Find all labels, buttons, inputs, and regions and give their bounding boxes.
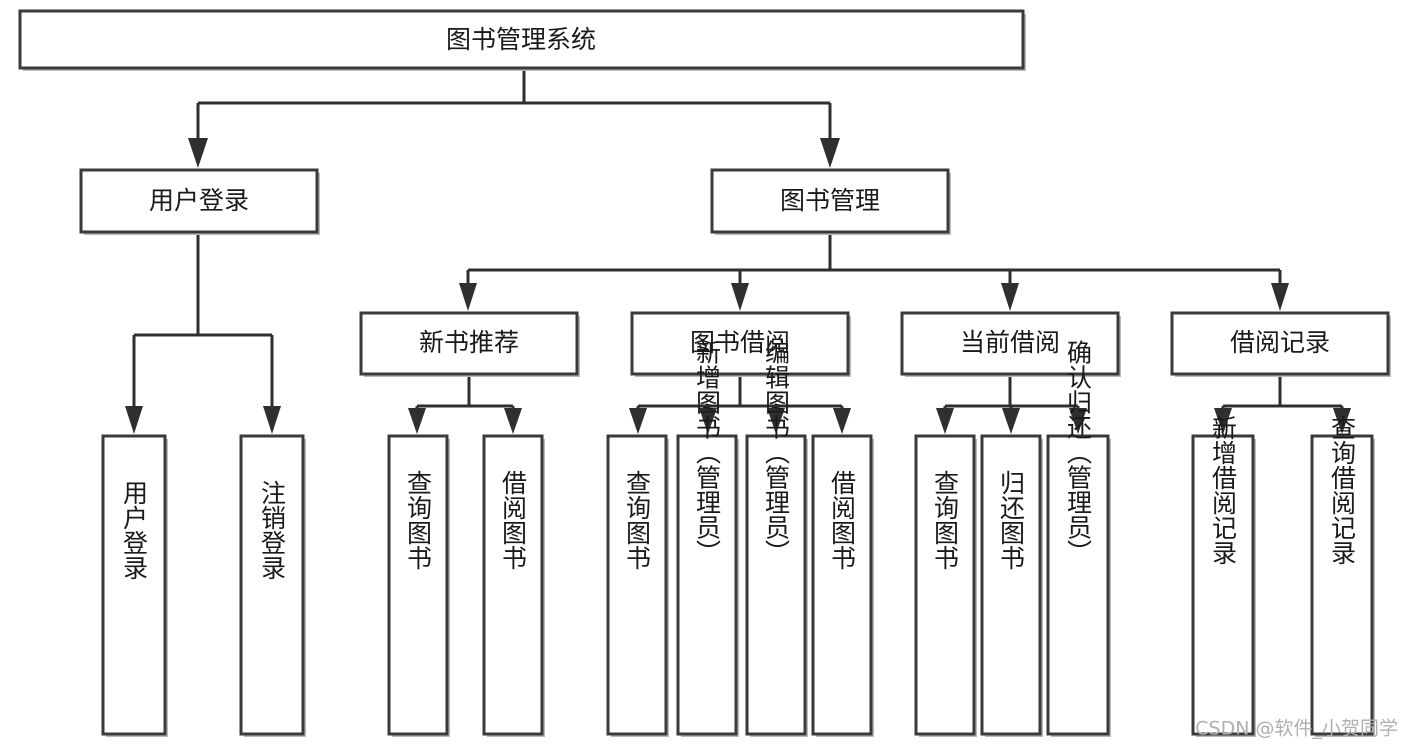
leaf-borrow-2-label: 借阅图书 bbox=[828, 470, 857, 570]
recommend-label: 新书推荐 bbox=[419, 328, 519, 357]
node-user-login[interactable]: 用户登录 bbox=[79, 168, 320, 235]
leaf-add-record-box[interactable] bbox=[1191, 434, 1255, 736]
root-box[interactable] bbox=[18, 9, 1025, 70]
arrow-user-login-leaf1 bbox=[125, 406, 143, 434]
arrow-record-l1 bbox=[1214, 408, 1232, 434]
node-leaf-borrow-book-2[interactable]: 借阅图书 bbox=[811, 434, 874, 737]
arrow-book-manage-c4 bbox=[1271, 283, 1289, 311]
arrow-borrow-l3 bbox=[767, 408, 785, 434]
leaf-return-book-box[interactable] bbox=[980, 434, 1042, 736]
current-borrow-label: 当前借阅 bbox=[960, 328, 1060, 357]
book-manage-box[interactable] bbox=[710, 168, 950, 234]
borrow-record-label: 借阅记录 bbox=[1230, 328, 1330, 357]
node-book-borrow[interactable]: 图书借阅 bbox=[630, 311, 851, 377]
arrow-borrow-l1 bbox=[629, 408, 647, 434]
arrow-borrow-l4 bbox=[833, 408, 851, 434]
csdn-watermark: CSDN @软件_小贺同学 bbox=[1195, 718, 1398, 740]
leaf-edit-book-label: 编辑图书（管理员） bbox=[762, 340, 791, 565]
arrow-recommend-l1 bbox=[408, 408, 426, 434]
node-leaf-confirm-return[interactable]: 确认归还（管理员） bbox=[1046, 340, 1111, 738]
node-current-borrow[interactable]: 当前借阅 bbox=[900, 311, 1121, 377]
node-leaf-logout-login[interactable]: 注销登录 bbox=[239, 434, 306, 737]
node-book-manage[interactable]: 图书管理 bbox=[710, 168, 951, 235]
leaf-confirm-return-label: 确认归还（管理员） bbox=[1064, 340, 1093, 565]
node-leaf-query-book-1[interactable]: 查询图书 bbox=[387, 434, 450, 737]
user-login-label: 用户登录 bbox=[149, 186, 249, 215]
leaf-query-2-box[interactable] bbox=[606, 434, 668, 736]
arrow-current-l1 bbox=[936, 408, 954, 434]
arrow-record-l2 bbox=[1333, 408, 1351, 434]
node-root[interactable]: 图书管理系统 bbox=[18, 9, 1026, 71]
book-borrow-box[interactable] bbox=[630, 311, 850, 376]
leaf-query-record-label: 查询借阅记录 bbox=[1328, 415, 1357, 565]
borrow-record-box[interactable] bbox=[1170, 311, 1390, 376]
node-leaf-query-record[interactable]: 查询借阅记录 bbox=[1310, 415, 1375, 737]
leaf-query-1-label: 查询图书 bbox=[404, 470, 433, 570]
leaf-edit-book-box[interactable] bbox=[745, 434, 807, 736]
leaf-borrow-1-label: 借阅图书 bbox=[499, 470, 528, 570]
leaf-query-3-box[interactable] bbox=[914, 434, 976, 736]
arrow-user-login-leaf2 bbox=[263, 406, 281, 434]
leaf-borrow-1-box[interactable] bbox=[482, 434, 544, 736]
leaf-confirm-return-box[interactable] bbox=[1046, 434, 1110, 736]
node-new-book-recommend[interactable]: 新书推荐 bbox=[359, 311, 580, 377]
leaf-add-book-label: 新增图书（管理员） bbox=[693, 340, 722, 565]
arrow-current-l2 bbox=[1002, 408, 1020, 434]
leaf-add-book-box[interactable] bbox=[676, 434, 738, 736]
leaf-logout-box[interactable] bbox=[239, 434, 305, 736]
arrow-root-to-book-manage bbox=[820, 138, 840, 168]
leaf-return-book-label: 归还图书 bbox=[997, 470, 1026, 570]
node-leaf-query-book-3[interactable]: 查询图书 bbox=[914, 434, 977, 737]
arrow-book-manage-c1 bbox=[459, 283, 477, 311]
arrow-book-manage-c3 bbox=[1001, 283, 1019, 311]
node-leaf-query-book-2[interactable]: 查询图书 bbox=[606, 434, 669, 737]
leaf-query-1-box[interactable] bbox=[387, 434, 449, 736]
current-borrow-box[interactable] bbox=[900, 311, 1120, 376]
node-leaf-add-record[interactable]: 新增借阅记录 bbox=[1191, 415, 1256, 737]
user-login-box[interactable] bbox=[79, 168, 319, 234]
arrow-book-manage-c2 bbox=[731, 283, 749, 311]
arrow-recommend-l2 bbox=[504, 408, 522, 434]
recommend-box[interactable] bbox=[359, 311, 579, 376]
node-leaf-return-book[interactable]: 归还图书 bbox=[980, 434, 1043, 737]
leaf-logout-label: 注销登录 bbox=[258, 480, 287, 580]
node-leaf-add-book[interactable]: 新增图书（管理员） bbox=[676, 340, 739, 738]
arrow-current-l3 bbox=[1069, 408, 1087, 434]
leaf-query-record-box[interactable] bbox=[1310, 434, 1374, 736]
connector-layer bbox=[125, 68, 1351, 434]
leaf-query-3-label: 查询图书 bbox=[931, 470, 960, 570]
leaf-user-login-box[interactable] bbox=[101, 434, 167, 736]
node-leaf-user-login[interactable]: 用户登录 bbox=[101, 434, 168, 737]
leaf-borrow-2-box[interactable] bbox=[811, 434, 873, 736]
arrow-root-to-user-login bbox=[188, 138, 208, 168]
node-leaf-borrow-book-1[interactable]: 借阅图书 bbox=[482, 434, 545, 737]
leaf-user-login-label: 用户登录 bbox=[120, 480, 149, 580]
leaf-query-2-label: 查询图书 bbox=[623, 470, 652, 570]
book-borrow-label: 图书借阅 bbox=[690, 328, 790, 357]
node-leaf-edit-book[interactable]: 编辑图书（管理员） bbox=[745, 340, 808, 738]
book-manage-label: 图书管理 bbox=[780, 186, 880, 215]
root-label: 图书管理系统 bbox=[446, 25, 596, 54]
arrow-borrow-l2 bbox=[699, 408, 717, 434]
leaf-add-record-label: 新增借阅记录 bbox=[1209, 415, 1238, 565]
node-borrow-record[interactable]: 借阅记录 bbox=[1170, 311, 1391, 377]
